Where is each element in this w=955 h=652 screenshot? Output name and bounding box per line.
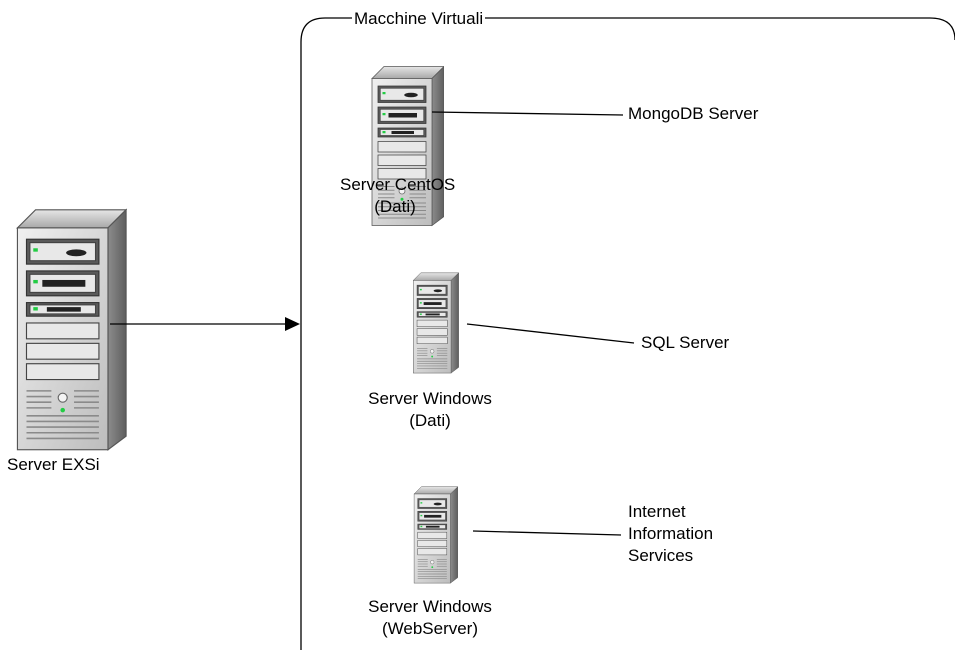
service-line: MongoDB Server [628,104,759,123]
vm-windows-dati-name: Server Windows [368,389,492,408]
host-server-icon [16,208,127,451]
vm-centos-role: (Dati) [374,197,416,216]
vm-windows-web-label: Server Windows (WebServer) [355,596,505,640]
service-line: Information [628,524,714,543]
vm-windows-web-role: (WebServer) [381,619,479,638]
group-title: Macchine Virtuali [352,8,486,30]
service-line: Services [628,546,694,565]
vm-windows-dati-service: SQL Server [641,332,729,354]
vm-windows-dati-label: Server Windows (Dati) [355,388,505,432]
host-label: Server EXSi [7,455,100,474]
vm-centos-name: Server CentOS [340,175,456,194]
vm-centos-service: MongoDB Server [628,103,758,125]
vm-centos-service-connector [431,111,624,116]
vm-centos-label: Server CentOS (Dati) [340,174,456,218]
vm-windows-dati-role: (Dati) [409,411,451,430]
service-line: SQL Server [641,333,730,352]
vm-windows-web-name: Server Windows [368,597,492,616]
vm-windows-dati-service-connector [466,323,635,344]
vm-windows-web-server-icon [413,486,459,584]
vm-windows-web-service-connector [472,530,622,536]
arrow-head [285,317,300,331]
vm-windows-web-service: Internet Information Services [628,501,713,567]
group-container [300,17,955,650]
vm-windows-dati-server-icon [412,272,460,374]
service-line: Internet [628,502,686,521]
